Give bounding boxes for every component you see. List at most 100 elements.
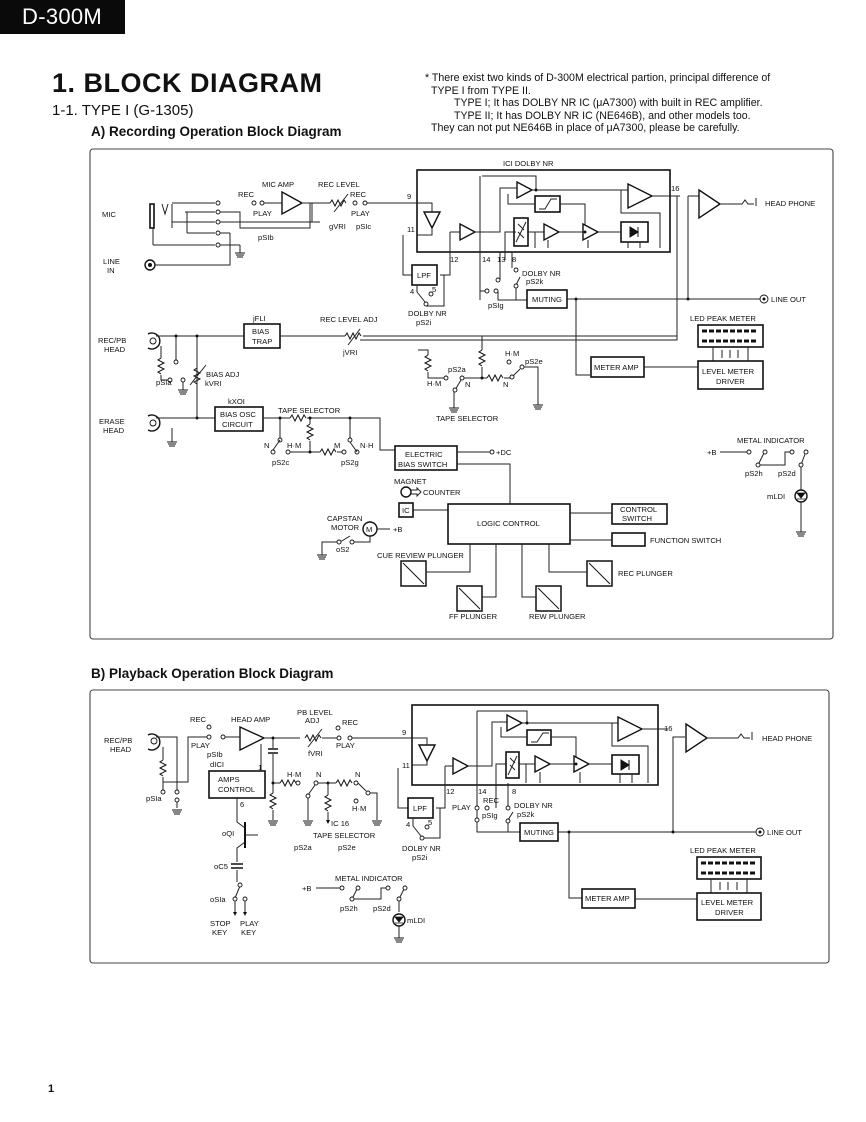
m-label: M — [334, 441, 340, 450]
ic1-dolby-nr-block — [411, 704, 659, 786]
rec-label: REC — [350, 190, 367, 199]
dolby-nr-label: DOLBY NR — [514, 801, 553, 810]
pin-label: 4 — [410, 287, 414, 296]
ps2d-label: pS2d — [778, 469, 796, 478]
pb-level-adj-label: ADJ — [305, 716, 320, 725]
pin-label: 16 — [664, 724, 672, 733]
cue-review-plunger-label: CUE REVIEW PLUNGER — [377, 551, 464, 560]
amps-control-block — [208, 770, 266, 799]
ps2a-label: pS2a — [448, 365, 467, 374]
n-label: N — [503, 380, 508, 389]
ps2a-label: pS2a — [294, 843, 313, 852]
plus-b-label: +B — [393, 525, 403, 534]
mic-jack-contact — [161, 203, 173, 228]
dolby-nr-label: DOLBY NR — [522, 269, 561, 278]
ff-plunger-icon — [456, 585, 483, 612]
play-key-label: PLAY — [240, 919, 259, 928]
plus-b-label: +B — [302, 884, 312, 893]
fvr1-label: fVRI — [308, 749, 323, 758]
page-number: 1 — [48, 1083, 55, 1095]
ps2g-label: pS2g — [341, 458, 359, 467]
electric-bias-switch-block — [394, 445, 458, 471]
bias-osc-label: CIRCUIT — [222, 420, 253, 429]
capstan-motor-label: CAPSTAN — [327, 514, 362, 523]
led-peak-meter-display — [697, 324, 764, 348]
section-title: 1-1. TYPE I (G-1305) — [52, 102, 194, 119]
diagram-a-frame — [89, 148, 834, 640]
led-segments — [702, 329, 758, 343]
plus-b-label: +B — [707, 448, 717, 457]
ps2c-label: pS2c — [272, 458, 290, 467]
mic-amp-label: MIC AMP — [262, 180, 294, 189]
n-label: N — [264, 441, 269, 450]
level-meter-driver-label: LEVEL METER — [702, 367, 755, 376]
diagram-a: MIC LINE IN REC PLAY pSIb MIC AMP REC LE… — [89, 148, 834, 640]
play-label: PLAY — [336, 741, 355, 750]
psia-label: pSIa — [156, 378, 172, 387]
led-peak-meter-label: LED PEAK METER — [690, 314, 756, 323]
psic-label: pSIc — [356, 222, 371, 231]
metal-indicator-label: METAL INDICATOR — [737, 436, 805, 445]
line-in-label: LINE — [103, 257, 120, 266]
psig-label: pSIg — [488, 301, 504, 310]
ps2h-label: pS2h — [340, 904, 358, 913]
stop-key-label: STOP — [210, 919, 231, 928]
hm-label: H·M — [505, 349, 519, 358]
pin-label: 8 — [512, 255, 516, 264]
kxo1-label: kXOI — [228, 397, 245, 406]
diagram-a-title: A) Recording Operation Block Diagram — [91, 124, 342, 139]
mic-label: MIC — [102, 210, 116, 219]
logic-control-block — [447, 503, 571, 545]
pin-label: 14 — [482, 255, 490, 264]
n-label: N — [355, 770, 360, 779]
n-label: N — [316, 770, 321, 779]
function-switch-block — [611, 532, 646, 547]
pin-label: 11 — [407, 225, 415, 234]
plus-dc-label: +DC — [496, 448, 512, 457]
n-label: N — [465, 380, 470, 389]
pin-label: 5 — [428, 818, 432, 827]
level-meter-driver-label: LEVEL METER — [701, 898, 754, 907]
hm-label: H·M — [352, 804, 366, 813]
led-peak-meter-display — [696, 856, 762, 880]
pin-label: 6 — [240, 800, 244, 809]
ps2k-label: pS2k — [526, 277, 544, 286]
rec-pb-head-label: HEAD — [104, 345, 126, 354]
pin-label: 13 — [497, 255, 505, 264]
diagram-b: REC/PB HEAD pSIa REC PLAY pSIb HEAD AMP … — [89, 689, 830, 964]
lpf-block — [407, 797, 434, 819]
bias-trap-label: TRAP — [252, 337, 272, 346]
logic-control-label: LOGIC CONTROL — [477, 519, 540, 528]
type-note: * There exist two kinds of D-300M electr… — [425, 72, 865, 135]
note-line: TYPE II; It has DOLBY NR IC (NE646B), an… — [454, 109, 751, 122]
muting-label: MUTING — [524, 828, 554, 837]
pin-label: 16 — [671, 184, 679, 193]
hm-label: H·M — [427, 379, 441, 388]
rec-pb-head-label: HEAD — [110, 745, 132, 754]
magnet-icon — [400, 486, 412, 498]
level-meter-driver-label: DRIVER — [715, 908, 744, 917]
ps2h-label: pS2h — [745, 469, 763, 478]
line-out-label: LINE OUT — [771, 295, 806, 304]
dolby-nr-label: DOLBY NR — [402, 844, 441, 853]
pin-label: 11 — [402, 761, 410, 770]
head-phone-label: HEAD PHONE — [765, 199, 815, 208]
jfl1-label: jFLI — [252, 314, 266, 323]
ic16-label: IC 16 — [331, 819, 349, 828]
pin-label: 1 — [258, 763, 262, 772]
control-switch-block — [611, 503, 668, 525]
mic-jack-icon — [149, 203, 155, 229]
meter-amp-label: METER AMP — [585, 894, 630, 903]
capstan-motor-label: MOTOR — [331, 523, 360, 532]
bias-osc-circuit-block — [214, 406, 264, 432]
ic-label: IC — [402, 506, 410, 515]
oq1-label: oQI — [222, 829, 234, 838]
pin-label: 4 — [406, 820, 410, 829]
pin-label: 12 — [446, 787, 454, 796]
magnet-label: MAGNET — [394, 477, 427, 486]
play-label: PLAY — [191, 741, 210, 750]
rew-plunger-icon — [535, 585, 562, 612]
electric-bias-switch-label: BIAS SWITCH — [398, 460, 447, 469]
pin-label: 9 — [402, 728, 406, 737]
led-peak-meter-label: LED PEAK METER — [690, 846, 756, 855]
